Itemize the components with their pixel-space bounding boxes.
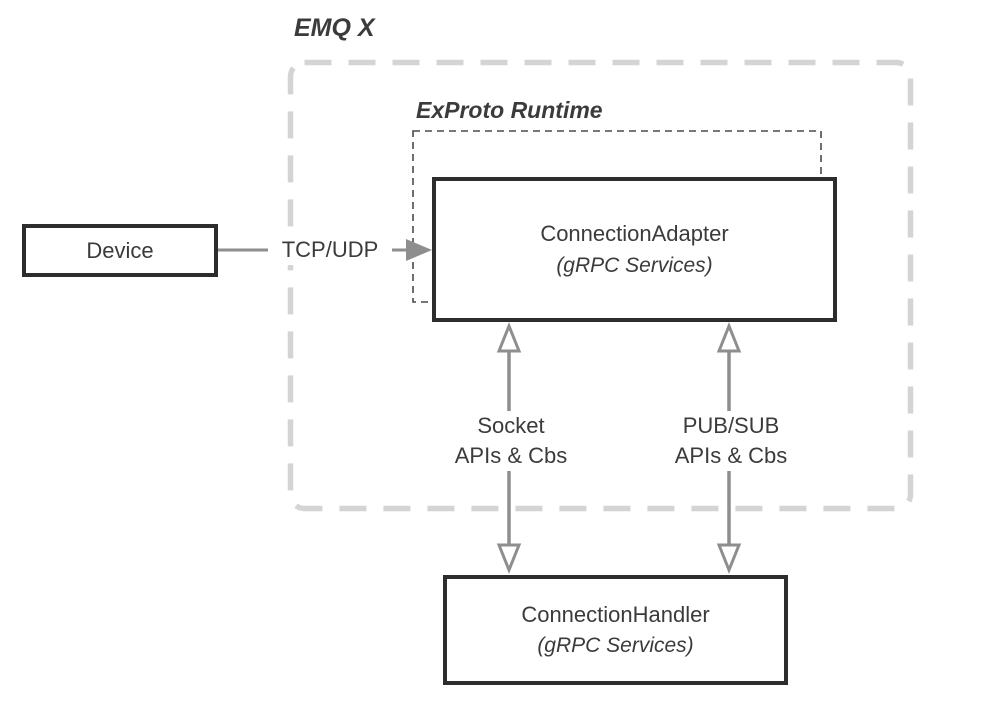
tcp-udp-edge-label: TCP/UDP — [268, 235, 392, 265]
connection-handler-node: ConnectionHandler (gRPC Services) — [443, 575, 788, 685]
pubsub-edge-label-line2: APIs & Cbs — [674, 443, 788, 468]
connection-adapter-subtitle: (gRPC Services) — [556, 254, 713, 277]
socket-arrow-down-head-icon — [496, 543, 522, 575]
pubsub-edge-label: PUB/SUB APIs & Cbs — [661, 411, 801, 471]
connection-adapter-node: ConnectionAdapter (gRPC Services) — [432, 177, 837, 322]
socket-edge-label-line2: APIs & Cbs — [454, 443, 568, 468]
socket-arrow-up-head-icon — [496, 321, 522, 353]
device-node: Device — [22, 224, 218, 277]
exproto-runtime-label: ExProto Runtime — [416, 97, 603, 123]
pubsub-edge-label-line1: PUB/SUB — [682, 413, 780, 438]
device-label: Device — [86, 237, 154, 263]
socket-edge-label-line1: Socket — [477, 413, 545, 438]
emqx-container-label: EMQ X — [294, 14, 375, 42]
connection-handler-title: ConnectionHandler — [521, 602, 710, 627]
connection-adapter-title: ConnectionAdapter — [540, 221, 729, 246]
socket-edge-label: Socket APIs & Cbs — [441, 411, 581, 471]
tcp-udp-arrowhead-icon — [406, 239, 432, 261]
pubsub-arrow-down-head-icon — [716, 543, 742, 575]
pubsub-arrow-up-head-icon — [716, 321, 742, 353]
connection-handler-subtitle: (gRPC Services) — [537, 634, 694, 657]
